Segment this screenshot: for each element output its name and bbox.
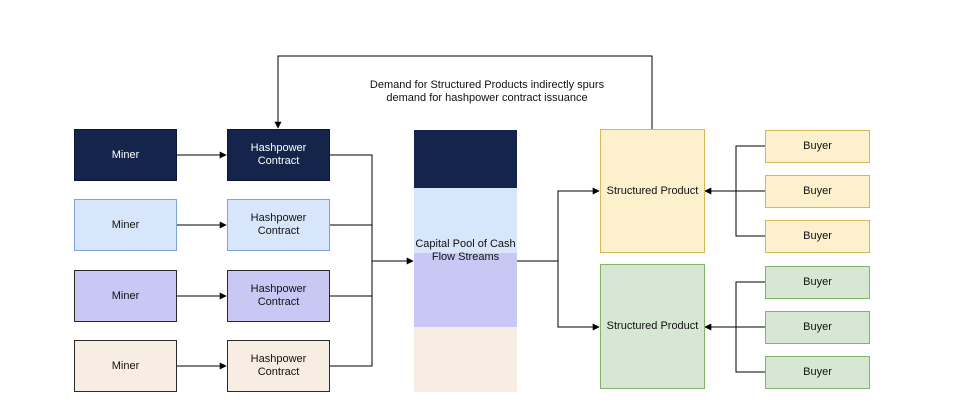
structured-product-box-1: Structured Product [600,129,705,253]
feedback-note: Demand for Structured Products indirectl… [369,79,605,104]
hashpower-contract-box-1: Hashpower Contract [227,129,330,181]
buyer-box-top-2: Buyer [765,175,870,208]
product-label: Structured Product [606,320,699,332]
contract-to-pool-connector-1 [330,154,373,261]
buyer-label: Buyer [803,230,832,242]
buyer-connector-top-3 [735,191,765,237]
buyer-label: Buyer [803,321,832,333]
capital-pool [414,130,517,392]
structured-product-box-2: Structured Product [600,264,705,389]
pool-segment-3 [414,253,517,327]
buyer-box-top-3: Buyer [765,220,870,253]
buyer-box-top-1: Buyer [765,130,870,163]
buyer-label: Buyer [803,140,832,152]
miner-label: Miner [111,148,140,161]
miner-box-4: Miner [74,340,177,392]
contract-label: Hashpower Contract [250,142,307,167]
capital-pool-label: Capital Pool of Cash Flow Streams [415,238,516,263]
buyer-box-bottom-1: Buyer [765,266,870,299]
hashpower-contract-box-2: Hashpower Contract [227,199,330,251]
pool-segment-2 [414,188,517,253]
hashpower-contract-box-3: Hashpower Contract [227,270,330,322]
buyer-box-bottom-2: Buyer [765,311,870,344]
miner-label: Miner [111,289,140,302]
miner-box-1: Miner [74,129,177,181]
pool-segment-4 [414,327,517,392]
buyer-label: Buyer [803,366,832,378]
contract-to-pool-connector-4 [330,261,373,367]
hashpower-contract-box-4: Hashpower Contract [227,340,330,392]
buyer-connector-bottom-3 [735,327,765,373]
product-label: Structured Product [606,184,699,197]
buyer-label: Buyer [803,276,832,288]
contract-label: Hashpower Contract [250,283,307,308]
contract-label: Hashpower Contract [250,353,307,378]
miner-box-3: Miner [74,270,177,322]
buyer-label: Buyer [803,185,832,197]
buyer-connector-top-1 [735,145,765,191]
pool-to-product-arrow-top [557,187,600,261]
pool-to-product-arrow-bottom [557,261,600,331]
feedback-loop-arrow [274,55,653,129]
miner-label: Miner [111,218,140,231]
miner-box-2: Miner [74,199,177,251]
buyer-connector-bottom-1 [735,281,765,327]
miner-label: Miner [111,359,140,372]
contract-label: Hashpower Contract [250,212,307,237]
pool-segment-1 [414,130,517,188]
buyer-box-bottom-3: Buyer [765,356,870,389]
